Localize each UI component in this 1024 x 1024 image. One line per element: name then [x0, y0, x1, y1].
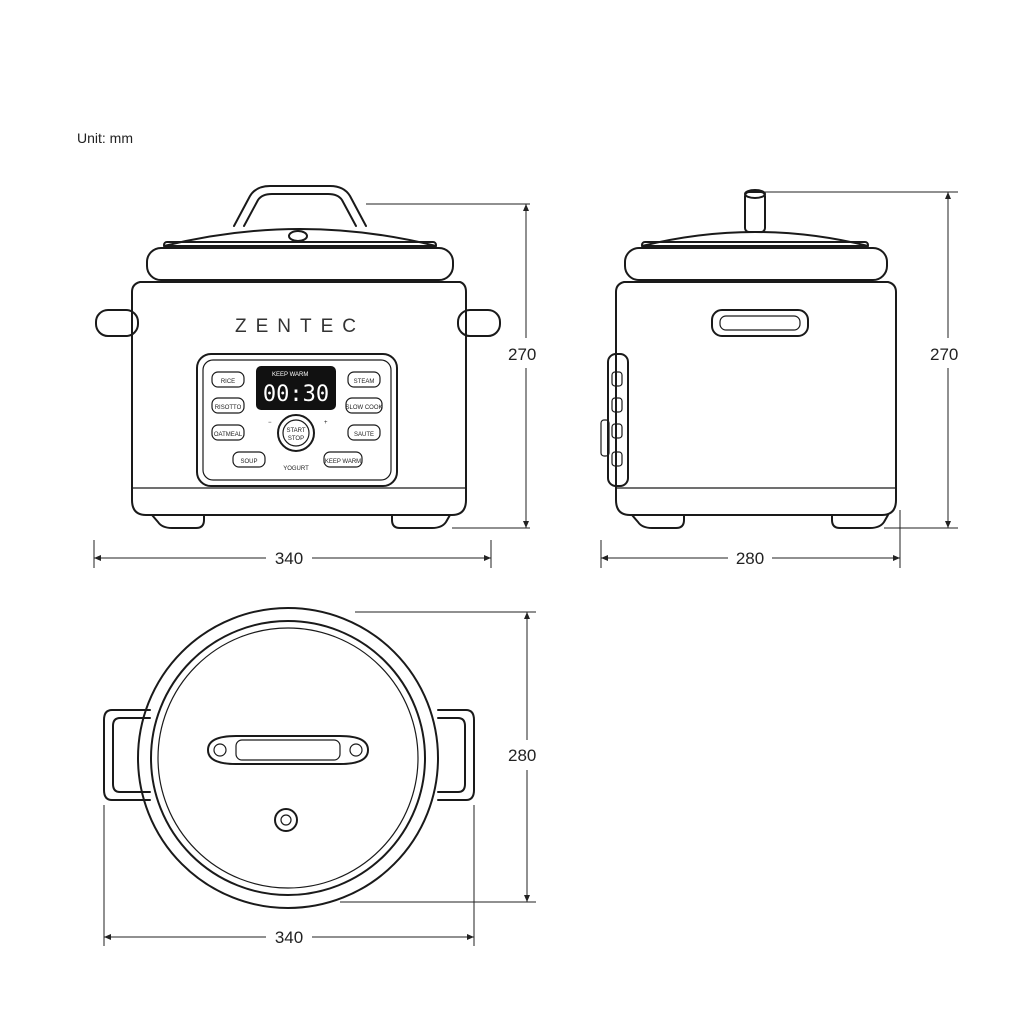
- control-panel: [196, 353, 398, 487]
- front-height-label: 270: [508, 345, 536, 364]
- side-dimensions: 270 280: [600, 191, 958, 568]
- right-handle-icon: [457, 309, 501, 337]
- steam-button[interactable]: STEAM: [347, 371, 381, 388]
- side-depth-label: 280: [736, 549, 764, 568]
- rice-button[interactable]: RICE: [211, 371, 245, 388]
- slow-cook-button[interactable]: SLOW COOK: [345, 397, 383, 414]
- top-valve-icon: [274, 808, 298, 832]
- saute-button[interactable]: SAUTE: [347, 424, 381, 441]
- top-view: [103, 607, 475, 909]
- svg-text:STEAM: STEAM: [354, 379, 375, 385]
- svg-text:SOUP: SOUP: [240, 459, 257, 465]
- keep-warm-button[interactable]: KEEP WARM: [323, 451, 363, 468]
- left-handle-icon: [95, 309, 139, 337]
- oatmeal-button[interactable]: OATMEAL: [211, 424, 245, 441]
- svg-text:SAUTE: SAUTE: [354, 432, 374, 438]
- top-dimensions: 280 340: [103, 611, 536, 947]
- soup-button[interactable]: SOUP: [232, 451, 266, 468]
- brand-logo: ZENTEC: [235, 316, 365, 337]
- svg-text:OATMEAL: OATMEAL: [214, 432, 243, 438]
- svg-text:START: START: [286, 428, 305, 434]
- top-depth-label: 280: [508, 746, 536, 765]
- side-handle-icon: [711, 309, 809, 337]
- side-view: [600, 189, 897, 529]
- front-view: ZENTEC KEEP WARM 00:30 − + RICE RISOTTO …: [95, 185, 501, 529]
- svg-text:RISOTTO: RISOTTO: [215, 405, 242, 411]
- risotto-button[interactable]: RISOTTO: [211, 397, 245, 414]
- side-height-label: 270: [930, 345, 958, 364]
- front-dimensions: 270 340: [93, 203, 536, 568]
- front-width-label: 340: [275, 549, 303, 568]
- svg-text:SLOW COOK: SLOW COOK: [345, 405, 382, 411]
- display-mode: KEEP WARM: [272, 372, 308, 378]
- top-width-label: 340: [275, 928, 303, 947]
- start-stop-button[interactable]: START STOP: [277, 414, 315, 452]
- steam-valve-icon: [288, 230, 308, 242]
- svg-text:STOP: STOP: [288, 436, 304, 442]
- yogurt-label: YOGURT: [283, 466, 309, 472]
- minus-sign: −: [268, 420, 272, 426]
- plus-sign: +: [324, 420, 328, 426]
- lcd-display: [256, 366, 336, 410]
- svg-text:KEEP WARM: KEEP WARM: [325, 459, 361, 465]
- lid-handle-icon: [207, 735, 369, 765]
- display-time: 00:30: [263, 382, 329, 407]
- unit-label: Unit: mm: [77, 130, 133, 146]
- svg-text:RICE: RICE: [221, 379, 235, 385]
